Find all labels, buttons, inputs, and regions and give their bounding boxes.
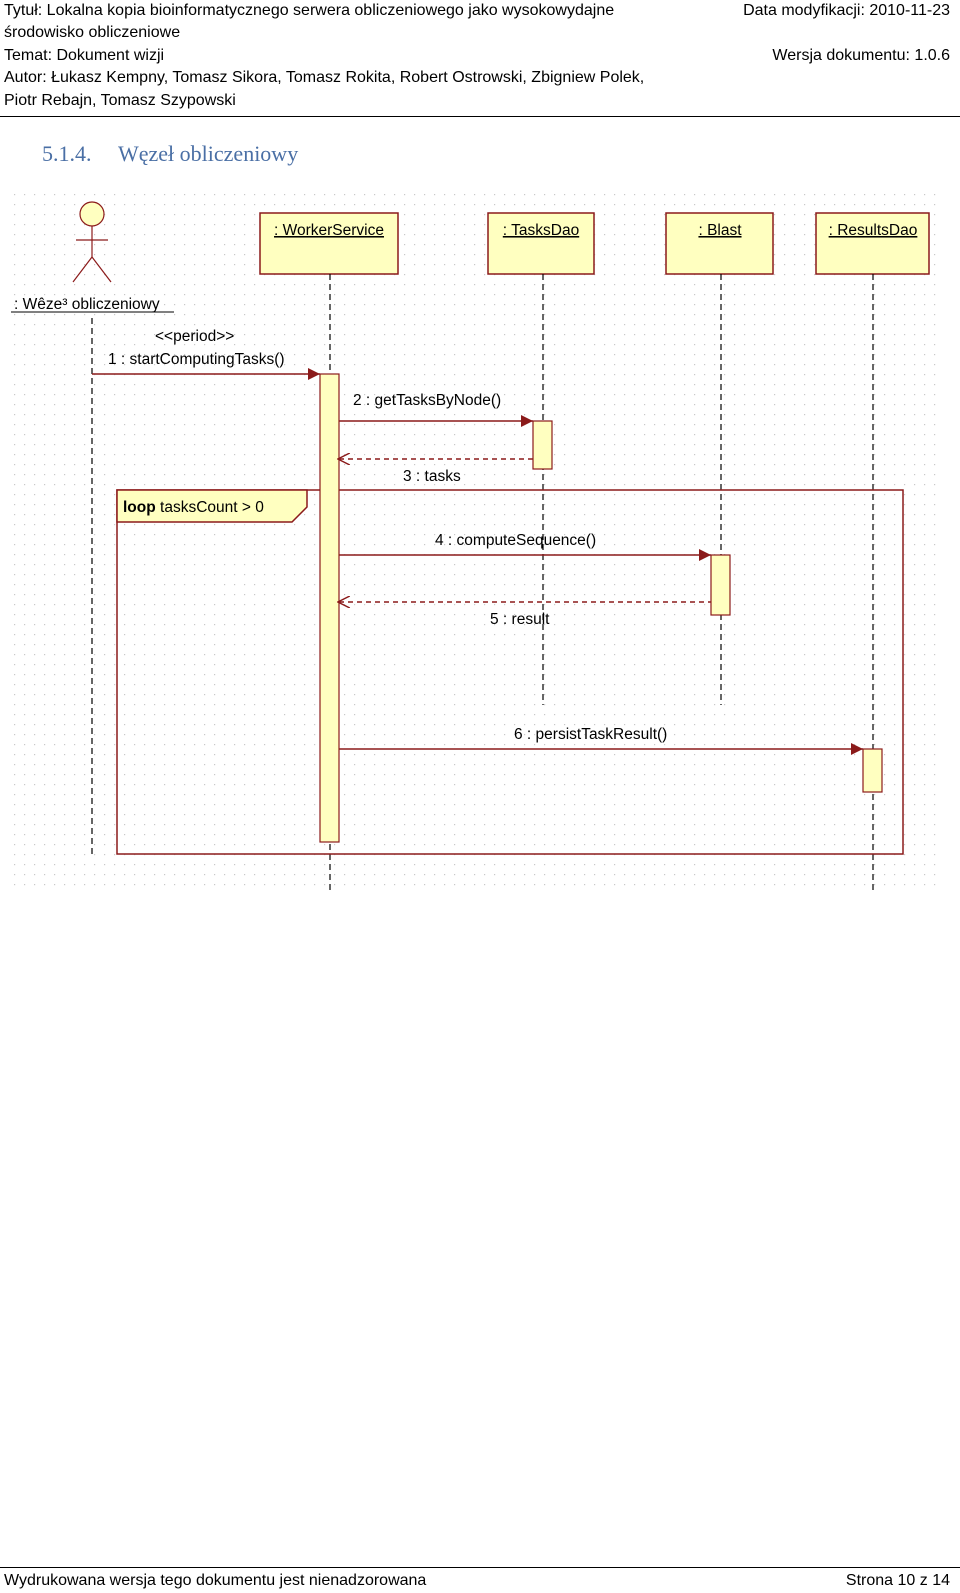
header-title-continuation: środowisko obliczeniowe <box>4 22 950 44</box>
lifeline-header-resultsdao: : ResultsDao <box>815 212 930 275</box>
activation-blast <box>710 554 731 616</box>
header-authors-row-2: Piotr Rebajn, Tomasz Szypowski <box>4 90 950 112</box>
document-title-continuation: środowisko obliczeniowe <box>4 24 181 41</box>
page-number: Strona 10 z 14 <box>845 1572 950 1589</box>
lifeline-header-tasksdao: : TasksDao <box>487 212 595 275</box>
lifeline-label-resultsdao: : ResultsDao <box>829 222 918 239</box>
diagram-grid-background <box>10 193 940 893</box>
actor-figure <box>72 201 112 283</box>
activation-resultsdao <box>862 748 883 793</box>
footer-divider <box>0 1567 960 1568</box>
header-authors-row: Autor: Łukasz Kempny, Tomasz Sikora, Tom… <box>4 67 950 89</box>
activation-workerservice <box>319 373 340 843</box>
document-authors: Autor: Łukasz Kempny, Tomasz Sikora, Tom… <box>4 69 645 86</box>
section-heading: 5.1.4. Węzeł obliczeniowy <box>42 141 298 167</box>
lifeline-label-workerservice: : WorkerService <box>274 222 384 239</box>
lifeline-header-workerservice: : WorkerService <box>259 212 399 275</box>
document-title: Tytuł: Lokalna kopia bioinformatycznego … <box>4 2 615 19</box>
message-stereotype: <<period>> <box>155 328 234 345</box>
loop-guard: tasksCount > 0 <box>160 499 264 516</box>
header-title-row: Tytuł: Lokalna kopia bioinformatycznego … <box>4 0 950 22</box>
message-label-3: 3 : tasks <box>403 468 461 485</box>
message-label-5: 5 : result <box>490 611 550 628</box>
loop-frame: loop tasksCount > 0 <box>116 489 904 855</box>
lifeline-label-tasksdao: : TasksDao <box>503 222 579 239</box>
sequence-diagram: : Wêze³ obliczeniowy : WorkerService : T… <box>10 193 940 893</box>
footer-disclaimer: Wydrukowana wersja tego dokumentu jest n… <box>4 1572 427 1589</box>
activation-tasksdao <box>532 420 553 470</box>
message-label-1: 1 : startComputingTasks() <box>108 351 285 368</box>
message-label-2: 2 : getTasksByNode() <box>353 392 501 409</box>
document-authors-continuation: Piotr Rebajn, Tomasz Szypowski <box>4 92 236 109</box>
lifeline-label-blast: : Blast <box>698 222 742 239</box>
document-subject: Temat: Dokument wizji <box>4 47 165 64</box>
document-version: Wersja dokumentu: 1.0.6 <box>772 47 950 64</box>
loop-label: loop tasksCount > 0 <box>123 499 264 516</box>
section-number: 5.1.4. <box>42 141 92 166</box>
actor-label: : Wêze³ obliczeniowy <box>14 296 160 313</box>
loop-keyword: loop <box>123 499 156 516</box>
lifeline-header-blast: : Blast <box>665 212 774 275</box>
message-label-6: 6 : persistTaskResult() <box>514 726 667 743</box>
modification-date: Data modyfikacji: 2010-11-23 <box>743 2 950 19</box>
message-label-4: 4 : computeSequence() <box>435 532 596 549</box>
header-subject-row: Temat: Dokument wizji Wersja dokumentu: … <box>4 45 950 67</box>
section-title: Węzeł obliczeniowy <box>118 141 299 166</box>
header-divider <box>0 116 960 117</box>
